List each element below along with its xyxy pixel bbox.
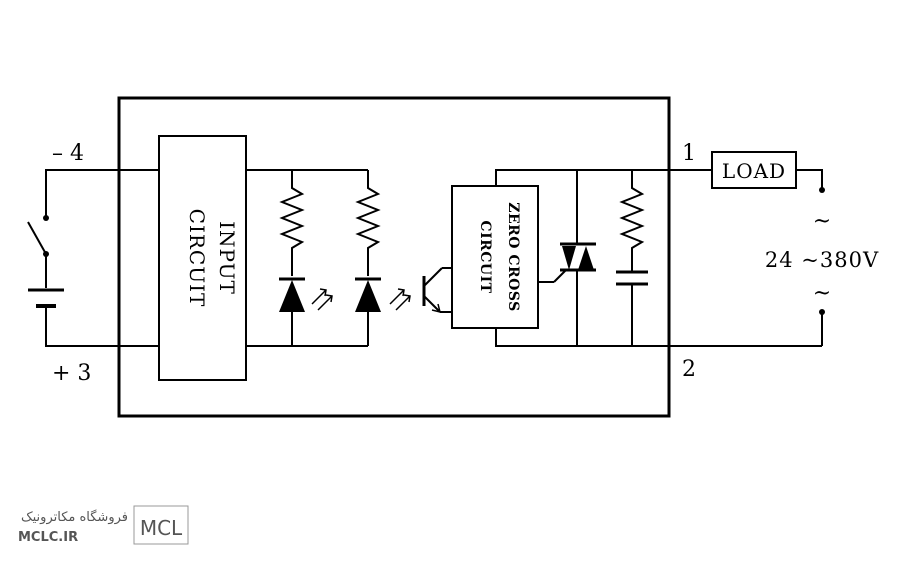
svg-text:ZERO CROSS: ZERO CROSS xyxy=(505,202,521,311)
svg-text:INPUT: INPUT xyxy=(215,221,239,295)
led-2-emission-arrows xyxy=(389,288,411,311)
ac-tilde-top: ~ xyxy=(813,209,831,234)
phototransistor xyxy=(422,267,452,314)
ac-supply: ~ 24 ~380V ~ xyxy=(765,169,879,346)
svg-text:CIRCUIT: CIRCUIT xyxy=(477,220,493,293)
svg-text:فروشگاه مکاترونیک: فروشگاه مکاترونیک xyxy=(21,509,128,525)
led-2 xyxy=(355,280,381,312)
svg-text:MCLC.IR: MCLC.IR xyxy=(18,530,78,545)
snubber-rc xyxy=(616,170,648,346)
watermark: فروشگاه مکاترونیک MCLC.IR MCL xyxy=(18,505,189,545)
input-led-branch-2 xyxy=(355,170,411,346)
pin-3-label: + 3 xyxy=(52,361,91,386)
load-box: LOAD xyxy=(711,151,797,189)
input-led-branch-1 xyxy=(279,170,333,346)
switch-contact-top xyxy=(43,215,49,221)
svg-text:MCL: MCL xyxy=(140,516,183,540)
pin-1-label: 1 xyxy=(682,141,696,166)
svg-text:CIRCUIT: CIRCUIT xyxy=(185,209,209,308)
led-1-emission-arrows xyxy=(311,288,333,311)
pin-4-label: – 4 xyxy=(52,141,84,166)
input-circuit-block: INPUT CIRCUIT xyxy=(158,135,247,381)
switch-lever xyxy=(27,221,47,255)
relay-housing xyxy=(117,96,671,418)
pin-2-label: 2 xyxy=(682,357,696,382)
svg-text:LOAD: LOAD xyxy=(722,159,786,183)
led-1 xyxy=(279,280,305,312)
mclc-logo: MCL xyxy=(133,505,189,545)
output-triac xyxy=(538,170,596,346)
ac-tilde-bottom: ~ xyxy=(813,281,831,306)
supply-voltage-label: 24 ~380V xyxy=(765,248,879,272)
zero-cross-circuit-block: ZERO CROSS CIRCUIT xyxy=(451,185,539,329)
dc-control-circuit xyxy=(27,169,160,347)
